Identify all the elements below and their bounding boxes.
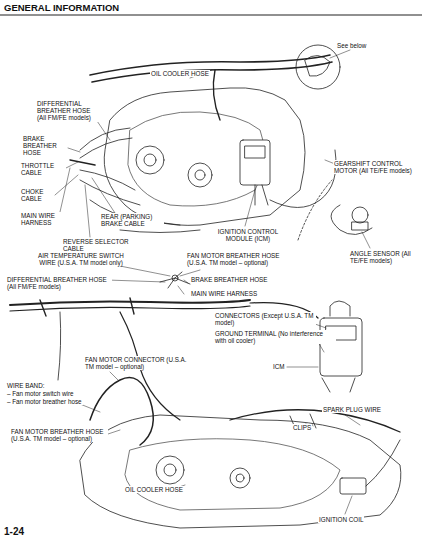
callout-label: CONNECTORS (Except U.S.A. TM model) xyxy=(214,312,316,326)
lower-engine xyxy=(70,372,401,528)
callout-label: OIL COOLER HOSE xyxy=(124,486,184,493)
callout-label: BRAKE BREATHER HOSE xyxy=(22,135,66,157)
callout-label: – Fan motor switch wire xyxy=(6,390,75,397)
callout-label: MAIN WIRE HARNESS xyxy=(20,212,64,226)
detail-circle xyxy=(296,45,340,89)
upper-engine xyxy=(70,45,372,240)
callout-label: FAN MOTOR BREATHER HOSE (U.S.A. TM model… xyxy=(10,428,108,442)
callout-label: REAR (PARKING) BRAKE CABLE xyxy=(100,213,164,227)
callout-label: ANGLE SENSOR (All TE/FE models) xyxy=(349,250,419,264)
callout-label: DIFFERENTIAL BREATHER HOSE (All FM/FE mo… xyxy=(6,276,112,290)
icm-module xyxy=(240,140,270,185)
callout-label: SPARK PLUG WIRE xyxy=(322,406,382,413)
callout-label: AIR TEMPERATURE SWITCH WIRE (U.S.A. TM m… xyxy=(30,252,132,266)
callout-label: GROUND TERMINAL (No interference with oi… xyxy=(214,330,336,344)
callout-label: THROTTLE CABLE xyxy=(20,162,66,176)
callout-label: REVERSE SELECTOR CABLE xyxy=(62,238,130,252)
callout-label: – Fan motor breather hose xyxy=(6,398,83,405)
page-number: 1-24 xyxy=(3,526,25,538)
header-rule xyxy=(0,14,422,15)
junction-detail xyxy=(107,266,200,294)
callout-label: See below xyxy=(336,42,367,49)
page-title: GENERAL INFORMATION xyxy=(4,2,119,13)
callout-label: CLIPS xyxy=(292,424,312,431)
gearshift-motor xyxy=(352,207,368,223)
callout-label: FAN MOTOR BREATHER HOSE (U.S.A. TM model… xyxy=(186,252,298,266)
callout-label: GEARSHIFT CONTROL MOTOR (All TE/FE model… xyxy=(333,160,419,174)
callout-label: CHOKE CABLE xyxy=(20,188,54,202)
callout-label: MAIN WIRE HARNESS xyxy=(190,290,258,297)
callout-label: IGNITION COIL xyxy=(318,516,364,523)
callout-label: BRAKE BREATHER HOSE xyxy=(190,276,269,283)
callout-label: DIFFERENTIAL BREATHER HOSE (All FM/FE mo… xyxy=(36,100,100,122)
callout-label: FAN MOTOR CONNECTOR (U.S.A. TM model – o… xyxy=(84,356,194,370)
callout-label: ICM xyxy=(272,363,286,370)
callout-label: WIRE BAND: xyxy=(6,382,45,389)
leader-lines xyxy=(55,50,370,248)
callout-label: IGNITION CONTROL MODULE (ICM) xyxy=(206,228,290,242)
callout-label: OIL COOLER HOSE xyxy=(150,70,210,77)
